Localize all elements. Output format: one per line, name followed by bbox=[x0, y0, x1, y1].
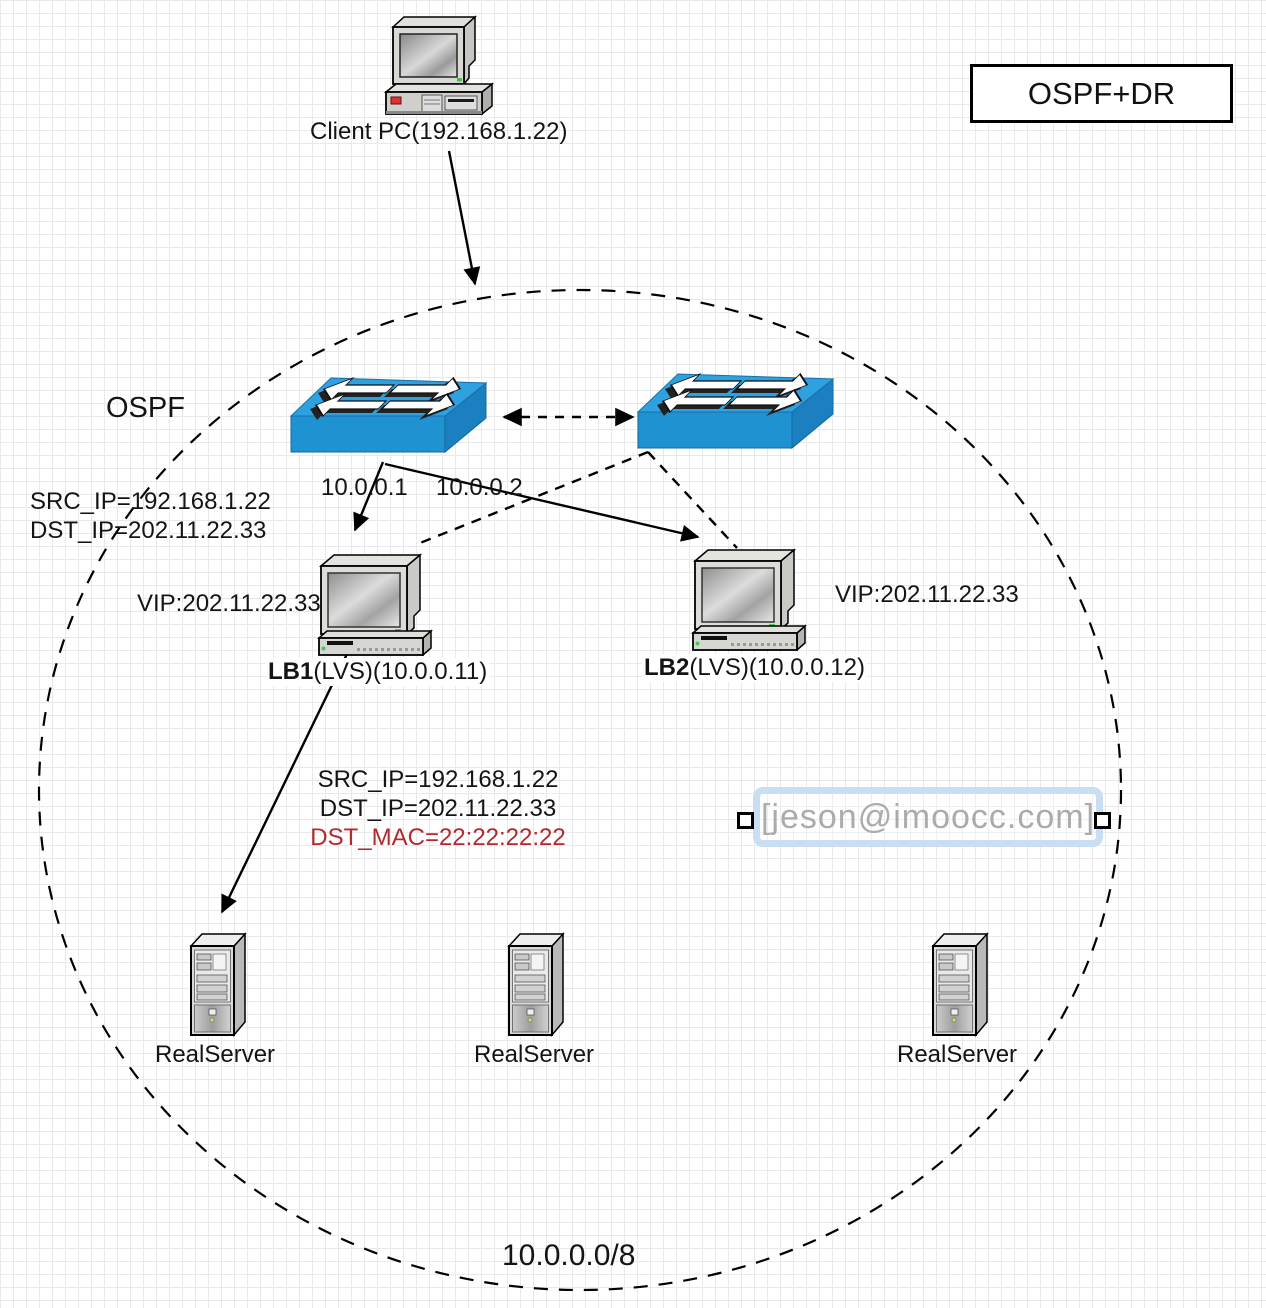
vip-label-lb1: VIP:202.11.22.33 bbox=[137, 590, 321, 617]
packet-dst-ip: DST_IP=202.11.22.33 bbox=[319, 795, 557, 822]
realserver3-icon bbox=[930, 929, 992, 1039]
realserver2-icon bbox=[506, 929, 568, 1039]
packet-header-after-lb: SRC_IP=192.168.1.22 DST_IP=202.11.22.33 … bbox=[310, 765, 565, 852]
realserver2-label: RealServer bbox=[474, 1041, 595, 1068]
client-pc-label: Client PC(192.168.1.22) bbox=[310, 118, 568, 145]
arrow-lb1-to-realserver1 bbox=[220, 653, 349, 914]
packet-header-before-lb: SRC_IP=192.168.1.22 DST_IP=202.11.22.33 bbox=[30, 487, 271, 545]
title-box: OSPF+DR bbox=[970, 64, 1233, 123]
switch2-icon bbox=[636, 370, 836, 454]
lb1-detail: (LVS)(10.0.0.11) bbox=[313, 658, 488, 685]
lb2-icon bbox=[691, 547, 811, 651]
lb2-detail: (LVS)(10.0.0.12) bbox=[689, 654, 865, 681]
realserver1-icon bbox=[188, 929, 250, 1039]
realserver1-label: RealServer bbox=[155, 1041, 276, 1068]
packet-src-ip: SRC_IP=192.168.1.22 bbox=[30, 488, 271, 515]
title-box-label: OSPF+DR bbox=[1027, 75, 1176, 111]
lb1-icon bbox=[317, 552, 437, 656]
watermark-text: [jeson@imoocc.com] bbox=[760, 797, 1096, 836]
lb2-label: LB2(LVS)(10.0.0.12) bbox=[642, 654, 867, 682]
lb1-label: LB1(LVS)(10.0.0.11) bbox=[266, 658, 490, 686]
lb2-name: LB2 bbox=[644, 654, 690, 681]
lb1-name: LB1 bbox=[268, 658, 314, 685]
packet-dst-mac: DST_MAC=22:22:22:22 bbox=[310, 824, 566, 851]
arrow-switch1-to-lb2 bbox=[384, 462, 700, 542]
vip-label-lb2: VIP:202.11.22.33 bbox=[835, 581, 1019, 608]
switch1-icon bbox=[289, 374, 489, 458]
arrow-client-to-area bbox=[447, 150, 481, 286]
packet-dst-ip: DST_IP=202.11.22.33 bbox=[30, 517, 267, 544]
link-switch2-to-lb2-dashed bbox=[647, 451, 738, 549]
client-pc-icon bbox=[378, 14, 504, 118]
switch1-ip-label: 10.0.0.1 bbox=[321, 474, 408, 501]
realserver3-label: RealServer bbox=[897, 1041, 1018, 1068]
switch2-ip-label: 10.0.0.2 bbox=[436, 474, 523, 501]
ospf-area-ellipse bbox=[37, 288, 1123, 1292]
watermark-handle-left[interactable] bbox=[737, 812, 754, 829]
arrow-switch1-to-lb1 bbox=[353, 461, 385, 532]
watermark-handle-right[interactable] bbox=[1094, 812, 1111, 829]
watermark[interactable]: [jeson@imoocc.com] bbox=[753, 787, 1103, 847]
network-cidr-label: 10.0.0.0/8 bbox=[502, 1239, 636, 1272]
packet-src-ip: SRC_IP=192.168.1.22 bbox=[317, 766, 559, 793]
link-switch2-to-lb1-dashed bbox=[419, 450, 649, 545]
ospf-label: OSPF bbox=[106, 392, 185, 424]
